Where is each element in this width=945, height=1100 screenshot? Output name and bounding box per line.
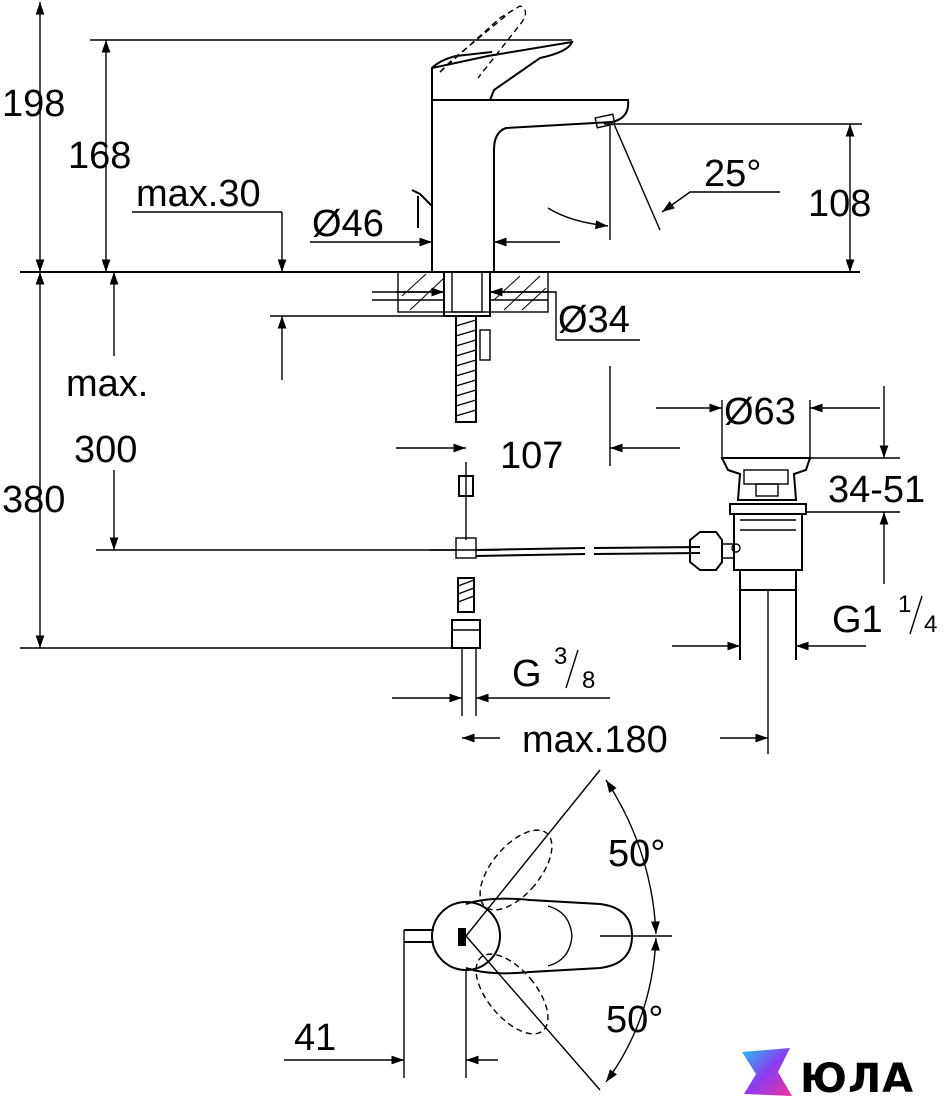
brand-name: ЮЛА (800, 1056, 914, 1100)
dim-g114-den: 4 (924, 611, 937, 638)
dim-angle50-top: 50° (608, 833, 665, 875)
dim-g114-main: G1 (832, 599, 883, 641)
dim-d46: Ø46 (312, 203, 384, 245)
dim-198: 198 (2, 83, 65, 125)
dim-41: 41 (294, 1017, 336, 1059)
brand-mark-icon (742, 1048, 792, 1096)
dim-d34: Ø34 (558, 299, 630, 341)
dimension-lines (20, 2, 900, 754)
dim-g38-num: 3 (554, 643, 567, 670)
dim-107: 107 (500, 435, 563, 477)
flexible-hose (430, 315, 500, 716)
waste-assembly (689, 457, 812, 660)
dim-d63: Ø63 (724, 391, 796, 433)
dim-g-3-8: G 3 8 (512, 643, 595, 695)
dim-168: 168 (68, 135, 131, 177)
dim-max-label: max. (66, 363, 148, 405)
dim-108: 108 (808, 183, 871, 225)
brand-logo: ЮЛА (742, 1048, 914, 1100)
dim-angle50-bottom: 50° (606, 999, 663, 1041)
dim-angle25: 25° (704, 153, 761, 195)
dim-g114-num: 1 (898, 591, 911, 618)
dim-34-51: 34-51 (828, 469, 925, 511)
counter-section (372, 271, 549, 317)
dim-max30: max.30 (136, 173, 261, 215)
dim-300: 300 (74, 429, 137, 471)
faucet-side-view (411, 5, 630, 272)
dim-g38-den: 8 (582, 667, 595, 694)
popup-rod (475, 546, 701, 557)
faucet-top-view (284, 769, 672, 1091)
dim-g38-main: G (512, 653, 542, 695)
dim-max180: max.180 (522, 719, 668, 761)
dim-g1-1-4: G1 1 4 (832, 591, 937, 641)
dim-380: 380 (2, 479, 65, 521)
